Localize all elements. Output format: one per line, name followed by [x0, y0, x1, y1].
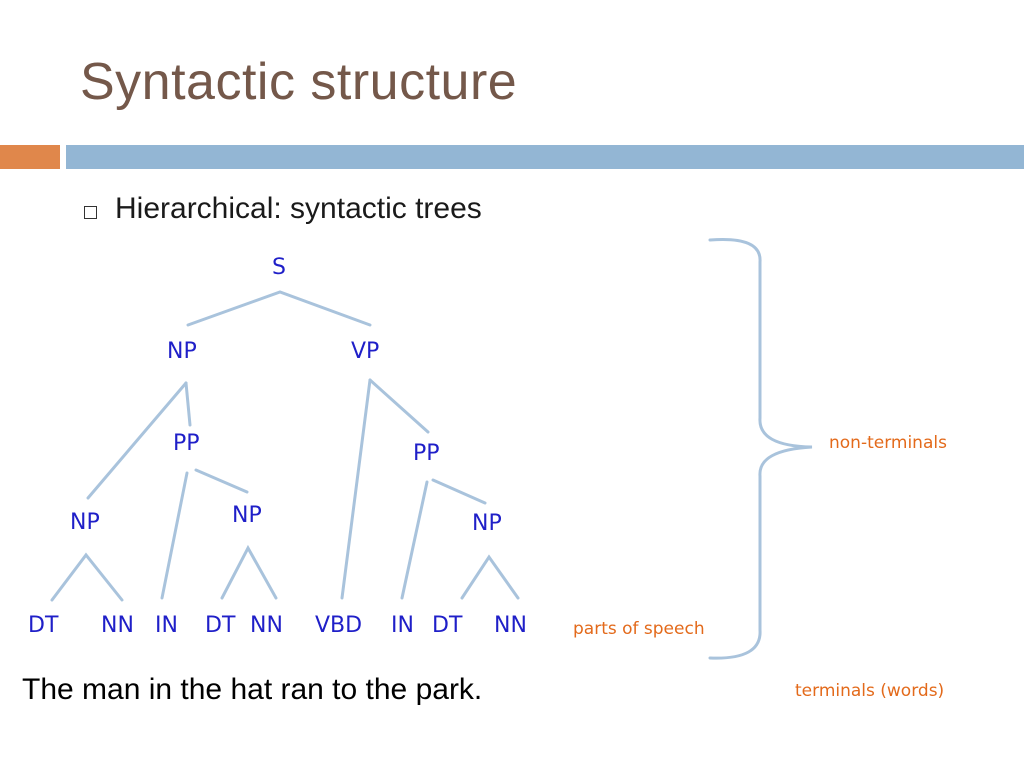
node-np-mid: NP [232, 503, 262, 528]
accent-bar-orange [0, 145, 60, 169]
pos-tag: NN [250, 613, 283, 638]
edge-np-pp [184, 381, 192, 427]
node-np-left: NP [70, 510, 100, 535]
edge-np-right-children [460, 554, 520, 600]
label-parts-of-speech: parts of speech [573, 619, 705, 639]
edge-vp-pp [368, 378, 430, 434]
accent-bar-blue [66, 145, 1024, 169]
edge-np-np [86, 381, 188, 500]
node-vp: VP [351, 339, 380, 364]
bullet-text: Hierarchical: syntactic trees [115, 192, 482, 225]
node-pp-right: PP [413, 441, 440, 466]
edge-np-left-children [50, 552, 124, 602]
pos-tag: VBD [315, 613, 363, 638]
pos-tag: DT [432, 613, 463, 638]
node-np-top: NP [167, 339, 197, 364]
pos-tag: NN [101, 613, 134, 638]
edge-s-children [186, 290, 372, 327]
pos-tag: IN [155, 613, 178, 638]
edge-pp-right-in [400, 480, 429, 600]
pos-tag: NN [494, 613, 527, 638]
node-s: S [272, 255, 286, 280]
node-np-right: NP [472, 511, 502, 536]
pos-tag: DT [205, 613, 236, 638]
example-sentence: The man in the hat ran to the park. [22, 673, 483, 706]
label-non-terminals: non-terminals [829, 433, 947, 453]
edge-np-mid-children [220, 544, 278, 600]
bullet-item: Hierarchical: syntactic trees [84, 192, 482, 226]
edge-pp-np [194, 468, 249, 494]
label-terminals: terminals (words) [795, 681, 945, 701]
edge-vp-vbd [340, 378, 372, 600]
pos-tag: IN [391, 613, 414, 638]
square-bullet-icon [84, 205, 97, 219]
slide-title: Syntactic structure [80, 53, 518, 111]
brace [708, 237, 813, 660]
edge-pp-in [160, 471, 189, 600]
edge-pp-right-np [431, 478, 487, 505]
node-pp-left: PP [173, 431, 200, 456]
pos-tag: DT [28, 613, 59, 638]
